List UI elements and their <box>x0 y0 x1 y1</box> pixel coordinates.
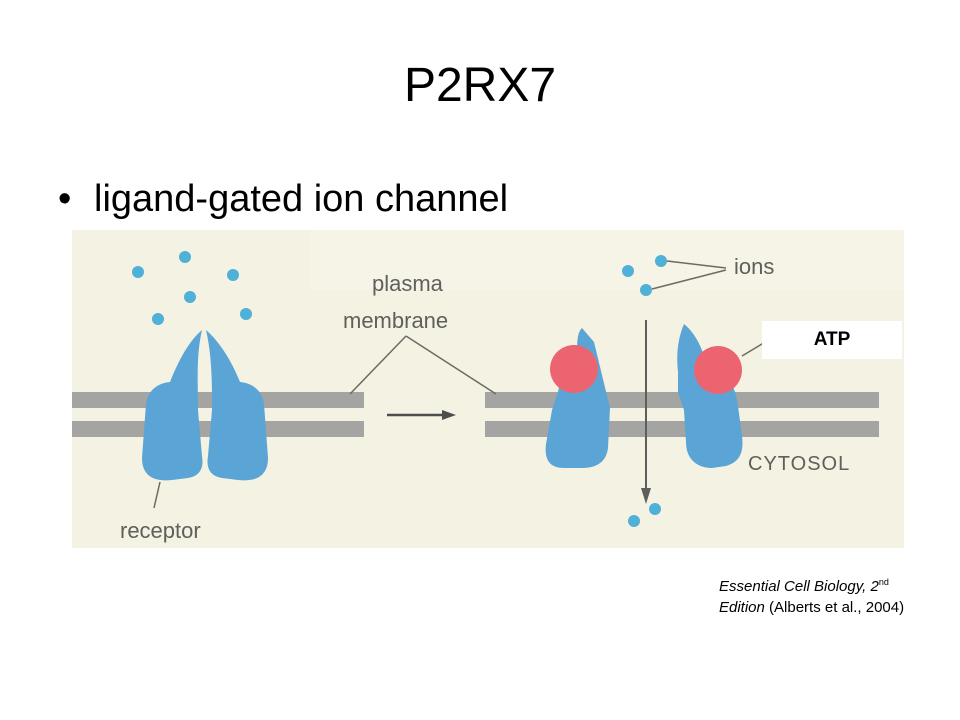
slide-title: P2RX7 <box>403 59 557 112</box>
ion-channel-diagram: plasma membrane <box>72 230 904 548</box>
citation-title: Essential Cell Biology, 2 <box>719 578 879 595</box>
citation-title-2: Edition <box>719 599 765 616</box>
bullet-text: ligand-gated ion channel <box>94 178 509 220</box>
receptor-closed <box>142 330 268 481</box>
ions-leader-lines <box>651 260 727 290</box>
ion-channel-figure: plasma membrane <box>72 230 904 548</box>
plasma-membrane-label-line2: membrane <box>343 308 448 333</box>
citation-authors: (Alberts et al., 2004) <box>764 599 905 616</box>
bullet-marker: • <box>58 178 72 220</box>
bullet-item: • ligand-gated ion channel <box>58 176 508 222</box>
transition-arrow <box>387 410 456 420</box>
ion-flow-arrow <box>641 320 651 504</box>
ions-label: ions <box>734 254 774 279</box>
cytosol-label: CYTOSOL <box>748 453 850 475</box>
atp-ligand <box>550 345 742 394</box>
ion-dots <box>622 255 667 527</box>
receptor-label: receptor <box>120 518 201 543</box>
plasma-membrane-label-line1: plasma <box>372 271 444 296</box>
plasma-membrane-leader-lines <box>349 335 497 395</box>
atp-label: ATP <box>762 321 902 359</box>
ligand-dots <box>132 251 252 325</box>
receptor-leader-line <box>153 481 161 509</box>
faded-text-band <box>310 230 904 290</box>
citation-superscript: nd <box>878 577 889 587</box>
